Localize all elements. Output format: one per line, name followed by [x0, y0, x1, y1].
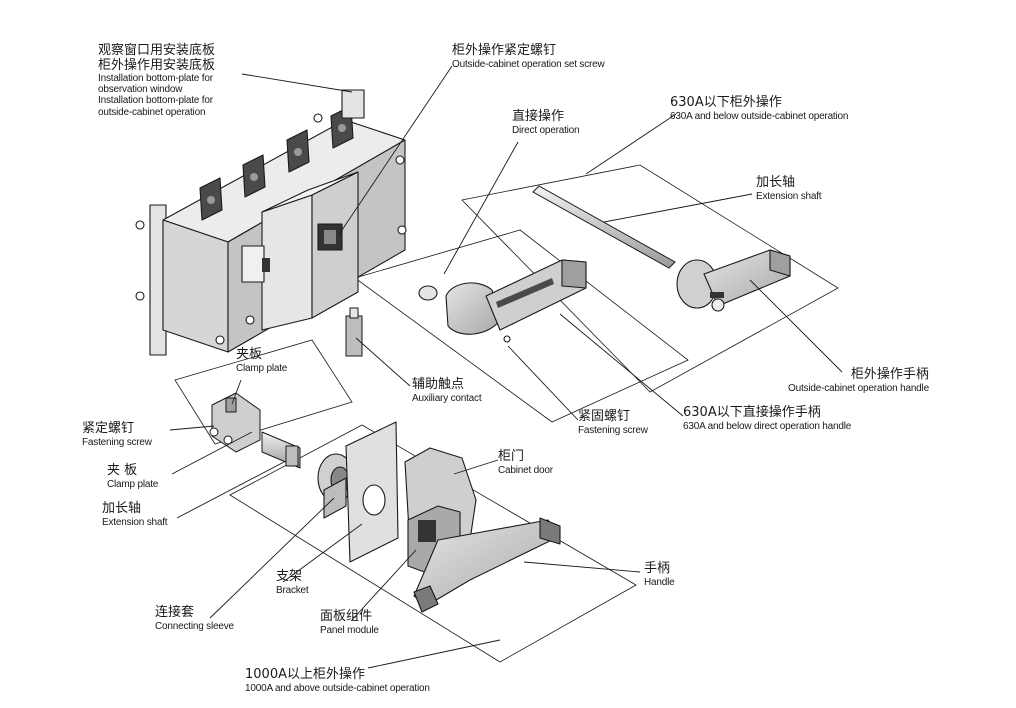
label-connecting-sleeve-en: Connecting sleeve [155, 620, 234, 632]
extension-shaft-part-top [532, 185, 676, 269]
outside-handle-part [676, 249, 791, 312]
mount-screws [135, 113, 407, 345]
label-ext-shaft-top-en: Extension shaft [756, 190, 822, 202]
mount-plate-top [341, 89, 365, 119]
label-direct-handle-630: 630A以下直接操作手柄 630A and below direct opera… [683, 405, 852, 432]
label-install-plate-zh2: 柜外操作用安装底板 [98, 57, 216, 73]
label-install-plate-en2b: outside-cabinet operation [98, 106, 206, 118]
label-handle: 手柄 Handle [644, 561, 675, 588]
label-cabinet-door: 柜门 Cabinet door [498, 449, 553, 476]
label-bracket-en: Bracket [276, 584, 309, 596]
label-install-plate-en1b: observation window [98, 84, 183, 96]
label-fasten-screw-left: 紧定螺钉 Fastening screw [82, 421, 152, 448]
leader-lines [169, 65, 843, 669]
plane-1000-outside [229, 424, 637, 663]
label-ext-shaft-top-zh: 加长轴 [756, 175, 796, 190]
label-fasten-screw-left-en: Fastening screw [82, 436, 152, 448]
label-clamp-plate-left-en: Clamp plate [107, 478, 159, 490]
label-outside-handle-zh: 柜外操作手柄 [850, 367, 929, 382]
label-outside-handle: 柜外操作手柄 Outside-cabinet operation handle [788, 367, 929, 394]
label-ext-shaft-left-en: Extension shaft [102, 516, 168, 528]
label-clamp-plate-top-en: Clamp plate [236, 362, 288, 374]
label-op-630-outside-zh: 630A以下柜外操作 [670, 95, 782, 110]
handle-shape [413, 519, 561, 607]
label-op-630-outside-en: 630A and below outside-cabinet operation [670, 110, 849, 122]
label-connecting-sleeve: 连接套 Connecting sleeve [155, 605, 234, 632]
label-op-1000-outside: 1000A以上柜外操作 1000A and above outside-cabi… [245, 667, 430, 694]
label-install-plate: 观察窗口用安装底板 柜外操作用安装底板 Installation bottom-… [98, 43, 216, 118]
label-fasten-screw-left-zh: 紧定螺钉 [82, 421, 135, 436]
label-clamp-plate-top-zh: 夹板 [236, 347, 263, 362]
label-direct-handle-630-en: 630A and below direct operation handle [683, 420, 852, 432]
terminal-holes [207, 124, 346, 204]
body-front-face [162, 219, 229, 353]
label-direct-op-en: Direct operation [512, 124, 580, 136]
label-fasten-screw-mid-zh: 紧固螺钉 [578, 409, 631, 424]
indicator-window [241, 245, 265, 283]
label-panel-module-zh: 面板组件 [320, 609, 373, 624]
label-panel-module: 面板组件 Panel module [320, 609, 379, 636]
label-ext-shaft-top: 加长轴 Extension shaft [756, 175, 822, 202]
label-ext-shaft-left: 加长轴 Extension shaft [102, 501, 168, 528]
plane-clamp [174, 339, 353, 445]
switch-body [135, 89, 407, 356]
plane-630-outside [461, 164, 839, 393]
label-install-plate-zh1: 观察窗口用安装底板 [98, 43, 216, 58]
direct-handle-part [418, 259, 587, 343]
label-clamp-plate-top: 夹板 Clamp plate [236, 347, 288, 374]
label-clamp-plate-left-zh: 夹 板 [107, 463, 138, 478]
label-set-screw-en: Outside-cabinet operation set screw [452, 58, 605, 70]
assembly-planes [174, 164, 839, 663]
label-direct-op: 直接操作 Direct operation [512, 109, 580, 136]
label-op-1000-outside-en: 1000A and above outside-cabinet operatio… [245, 682, 430, 694]
label-aux-contact-en: Auxiliary contact [412, 392, 482, 404]
label-direct-op-zh: 直接操作 [512, 109, 565, 124]
label-aux-contact: 辅助触点 Auxiliary contact [412, 377, 482, 404]
label-aux-contact-zh: 辅助触点 [412, 377, 465, 392]
auxiliary-contact-part [345, 307, 363, 357]
assembly-1000-part [317, 421, 561, 613]
label-ext-shaft-left-zh: 加长轴 [102, 501, 142, 516]
label-set-screw-zh: 柜外操作紧定螺钉 [452, 43, 557, 58]
label-bracket-zh: 支架 [276, 569, 303, 584]
label-outside-handle-en: Outside-cabinet operation handle [788, 382, 929, 394]
label-direct-handle-630-zh: 630A以下直接操作手柄 [683, 405, 821, 420]
label-handle-en: Handle [644, 576, 675, 588]
label-panel-module-en: Panel module [320, 624, 379, 636]
plane-direct-operation [354, 229, 689, 423]
label-fasten-screw-mid-en: Fastening screw [578, 424, 648, 436]
label-cabinet-door-en: Cabinet door [498, 464, 553, 476]
label-install-plate-en2a: Installation bottom-plate for [98, 95, 213, 107]
label-connecting-sleeve-zh: 连接套 [155, 605, 195, 620]
label-bracket: 支架 Bracket [276, 569, 309, 596]
label-clamp-plate-left: 夹 板 Clamp plate [107, 463, 159, 490]
label-op-1000-outside-zh: 1000A以上柜外操作 [245, 667, 365, 682]
clamp-assembly-part [209, 392, 301, 469]
label-op-630-outside: 630A以下柜外操作 630A and below outside-cabine… [670, 95, 849, 122]
label-cabinet-door-zh: 柜门 [498, 449, 525, 464]
label-handle-zh: 手柄 [644, 561, 671, 576]
label-install-plate-en1a: Installation bottom-plate for [98, 73, 213, 85]
label-set-screw: 柜外操作紧定螺钉 Outside-cabinet operation set s… [452, 43, 605, 70]
mechanism-top [261, 171, 359, 213]
label-fasten-screw-mid: 紧固螺钉 Fastening screw [578, 409, 648, 436]
